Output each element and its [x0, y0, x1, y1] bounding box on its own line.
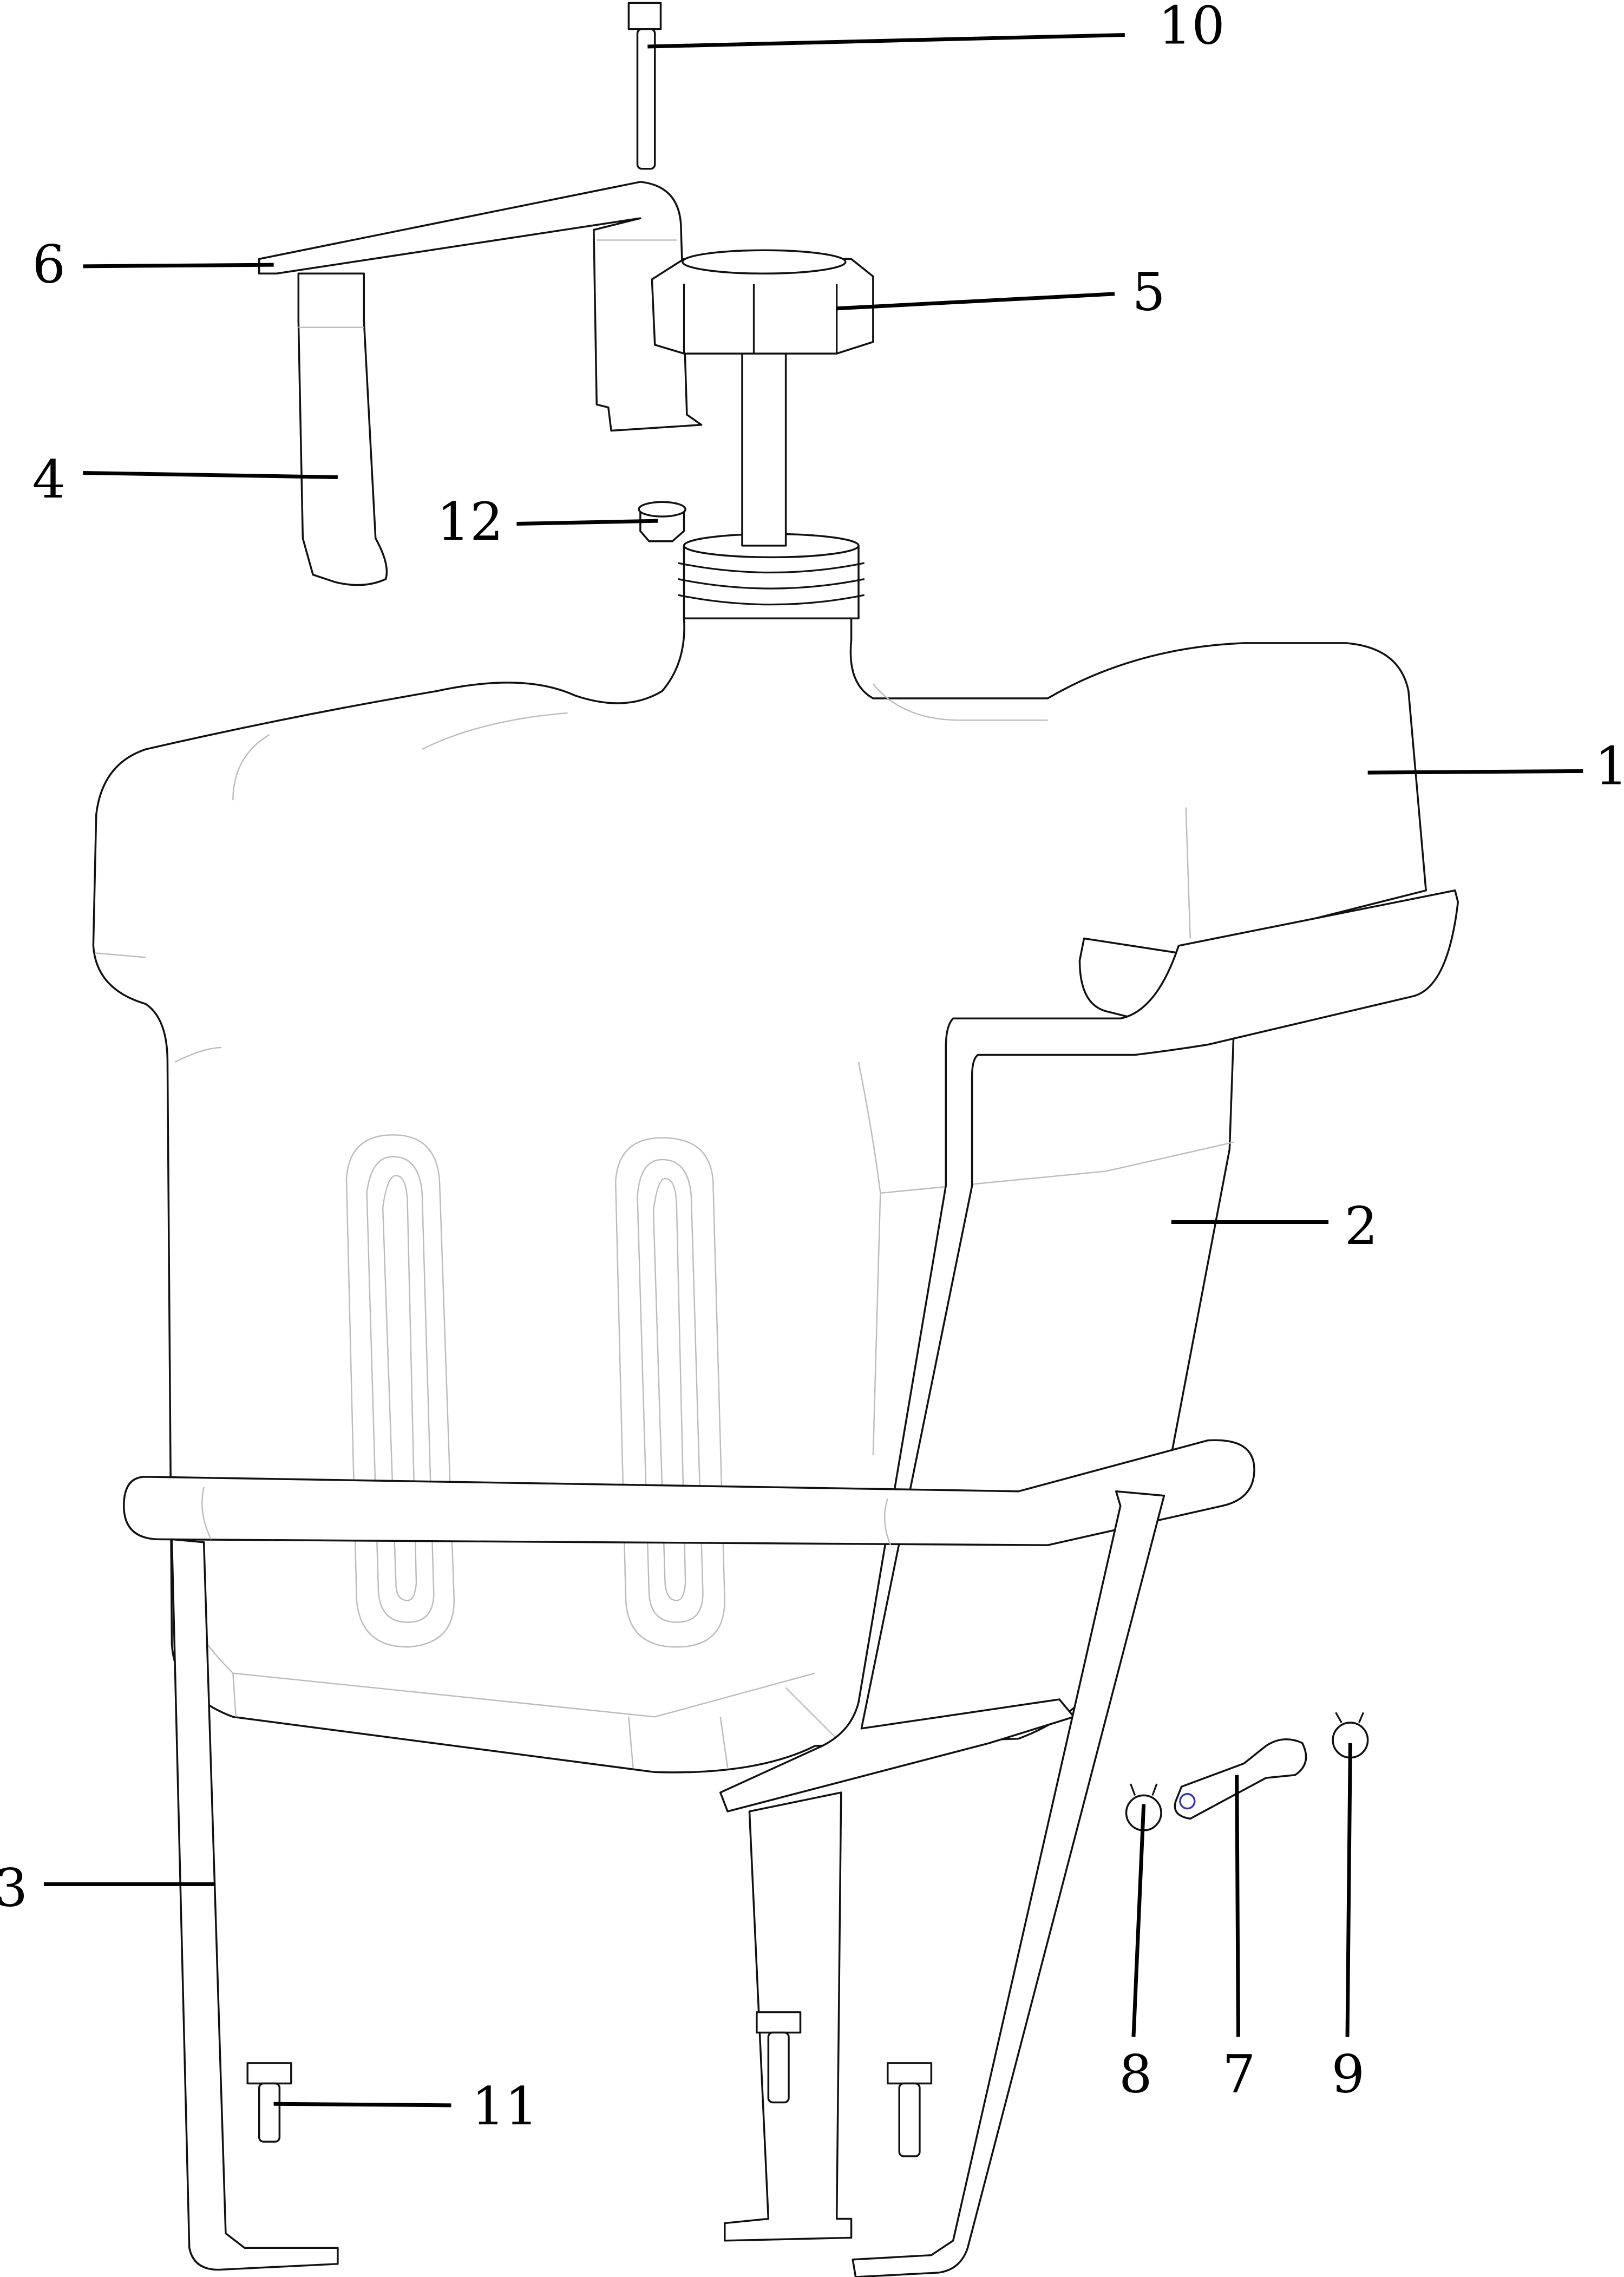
callout-7: 7: [1222, 2044, 1256, 2105]
hanger-part-6-4: [258, 181, 703, 586]
callout-5: 5: [1132, 261, 1165, 322]
callouts: 10 6 5 4 12 1 2 3 11 8 7 9: [0, 0, 1624, 2137]
bolt-part-10: [627, 2, 662, 170]
callout-3: 3: [0, 1857, 28, 1919]
fittings-part-7-8-9: [1125, 1712, 1369, 1831]
bracket-part-2: [719, 889, 1459, 1813]
cap-part-5: [651, 249, 874, 547]
callout-1: 1: [1595, 736, 1624, 797]
callout-6: 6: [32, 233, 66, 295]
callout-4: 4: [32, 449, 66, 510]
nut-part-12: [638, 501, 686, 542]
callout-11: 11: [472, 2076, 538, 2137]
callout-8: 8: [1119, 2044, 1152, 2105]
callout-12: 12: [437, 491, 503, 552]
bolts-part-11: [246, 2011, 933, 2157]
callout-10: 10: [1158, 0, 1225, 56]
tank-part-1: [92, 533, 1427, 1774]
callout-2: 2: [1345, 1195, 1378, 1257]
callout-9: 9: [1331, 2044, 1365, 2105]
